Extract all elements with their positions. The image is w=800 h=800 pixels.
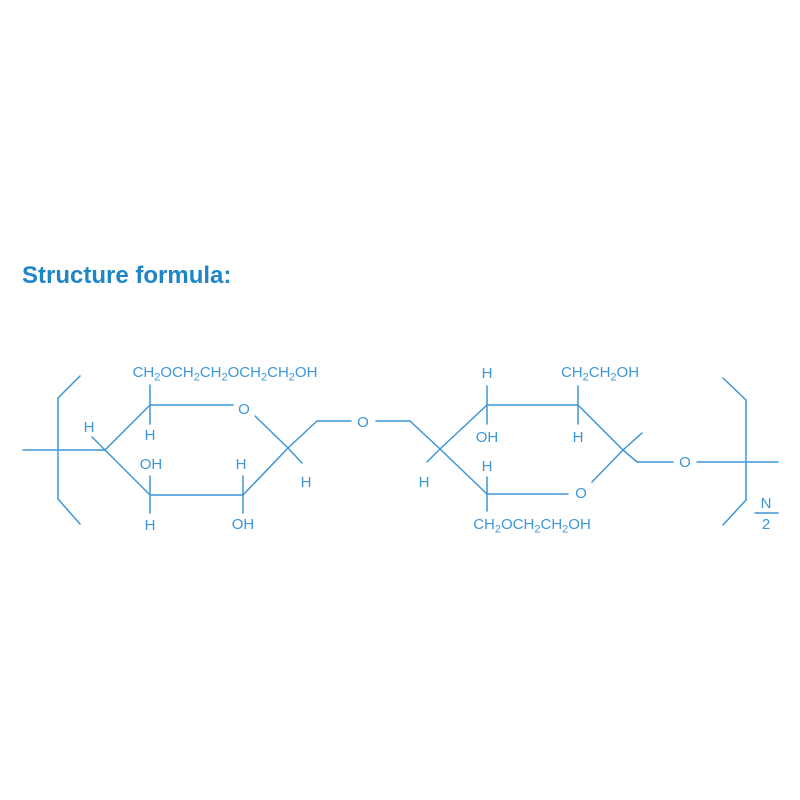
bond-r-c4-c3 bbox=[439, 404, 488, 450]
label-h-r-c5: H bbox=[482, 458, 493, 475]
bond-r-c1-oring bbox=[591, 449, 624, 483]
label-h-r-c3: H bbox=[482, 365, 493, 382]
page-title: Structure formula: bbox=[22, 262, 232, 289]
bracket-left-bottom-flare bbox=[57, 498, 81, 525]
label-chain-right-top: CH2CH2OH bbox=[561, 364, 639, 384]
bond-r-c5-c4 bbox=[439, 448, 488, 495]
bracket-right-bottom-flare bbox=[722, 499, 747, 526]
bond-l-c1-bridge bbox=[287, 420, 318, 449]
label-chain-bottom: CH2OCH2CH2OH bbox=[473, 516, 591, 536]
bond-l-c4-h bbox=[91, 436, 106, 451]
bond-r-c2-c1 bbox=[577, 404, 624, 451]
bond-r-c1-stub bbox=[622, 432, 643, 451]
label-h-l-c2: H bbox=[236, 456, 247, 473]
label-h-r-c4: H bbox=[419, 474, 430, 491]
label-chain-left-top: CH2OCH2CH2OCH2CH2OH bbox=[133, 364, 318, 384]
bond-l-c4-c5 bbox=[104, 404, 151, 451]
label-oh-l-c2-bottom: OH bbox=[232, 516, 255, 533]
bond-r-c1-oexo bbox=[622, 449, 638, 463]
label-o-bridge: O bbox=[357, 414, 369, 431]
bracket-right-top-flare bbox=[722, 377, 747, 401]
label-oh-l-c3: OH bbox=[140, 456, 163, 473]
bracket-left-top-flare bbox=[57, 375, 81, 399]
bond-l-c3-c4 bbox=[104, 449, 151, 496]
label-h-l-c1: H bbox=[301, 474, 312, 491]
label-o-exo: O bbox=[679, 454, 691, 471]
label-h-l-c5: H bbox=[145, 427, 156, 444]
bond-bridge-r-c4 bbox=[409, 420, 441, 450]
label-h-l-c3-bottom: H bbox=[145, 517, 156, 534]
bond-l-c1-h bbox=[287, 447, 303, 464]
bond-r-c4-h bbox=[426, 448, 441, 463]
label-o-ring-right: O bbox=[575, 485, 587, 502]
label-repeat-n: N bbox=[761, 495, 772, 512]
label-repeat-2: 2 bbox=[762, 516, 770, 533]
label-oh-r-c3: OH bbox=[476, 429, 499, 446]
label-h-l-c4: H bbox=[84, 419, 95, 436]
bond-l-oring-c1 bbox=[254, 415, 289, 449]
label-h-r-c2: H bbox=[573, 429, 584, 446]
label-o-ring-left: O bbox=[238, 401, 250, 418]
bond-l-c1-c2 bbox=[242, 447, 289, 496]
